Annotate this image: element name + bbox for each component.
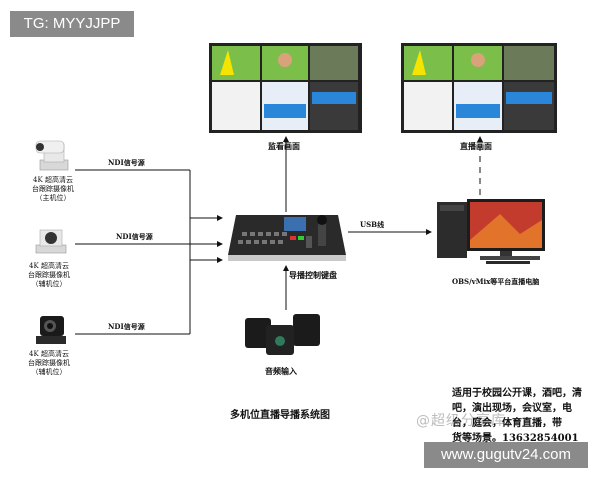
control-keyboard	[228, 215, 346, 261]
tg-badge: TG: MYYJJPP	[10, 11, 134, 37]
camera-aux1-line3: （辅机位）	[31, 280, 67, 288]
camera-main-line1: 4K 超高清云	[33, 176, 73, 184]
site-badge: www.gugutv24.com	[424, 442, 588, 468]
camera-main-line2: 台跟踪摄像机	[32, 185, 74, 193]
camera-aux2-line3: （辅机位）	[31, 368, 67, 376]
camera-aux2-line1: 4K 超高清云	[29, 350, 69, 358]
usb-label: USB线	[360, 220, 385, 229]
usage-note-line4: 货等场景。13632854001	[452, 433, 579, 444]
signal-label-3: NDI信号源	[108, 322, 145, 331]
camera-main	[35, 140, 69, 171]
usage-note-line1: 适用于校园公开课，酒吧，清	[452, 388, 582, 399]
camera-aux-1	[35, 229, 67, 254]
camera-main-line3: （主机位）	[35, 194, 71, 202]
camera-aux-2	[36, 316, 66, 344]
monitor-right-label: 直播画面	[460, 141, 492, 151]
connections	[75, 136, 483, 335]
camera-aux1-line2: 台跟踪摄像机	[28, 271, 70, 279]
usage-note-line3: 台，庭会，体育直播，带	[452, 418, 562, 429]
audio-receivers	[245, 314, 320, 355]
camera-aux1-line1: 4K 超高清云	[29, 262, 69, 270]
audio-label: 音频输入	[265, 366, 297, 376]
pc-label: OBS/vMix等平台直播电脑	[452, 277, 540, 286]
signal-label-2: NDI信号源	[116, 232, 153, 241]
signal-label-1: NDI信号源	[108, 158, 145, 167]
monitor-left-label: 监看画面	[268, 141, 300, 151]
camera-aux2-line2: 台跟踪摄像机	[28, 359, 70, 367]
usage-note-line2: 吧，演出现场，会议室，电	[452, 403, 572, 414]
watermark: @超级分享库	[416, 413, 506, 429]
monitor-right	[401, 43, 557, 133]
monitor-left	[209, 43, 362, 133]
keyboard-label: 导播控制键盘	[289, 270, 337, 280]
diagram-title: 多机位直播导播系统图	[230, 410, 330, 421]
usage-note: 适用于校园公开课，酒吧，清 吧，演出现场，会议室，电 台，庭会，体育直播，带 货…	[452, 386, 592, 446]
camera-main-label: 4K 超高清云 台跟踪摄像机 （主机位）	[24, 176, 82, 203]
pc	[437, 199, 545, 264]
camera-aux2-label: 4K 超高清云 台跟踪摄像机 （辅机位）	[20, 350, 78, 377]
camera-aux1-label: 4K 超高清云 台跟踪摄像机 （辅机位）	[20, 262, 78, 289]
